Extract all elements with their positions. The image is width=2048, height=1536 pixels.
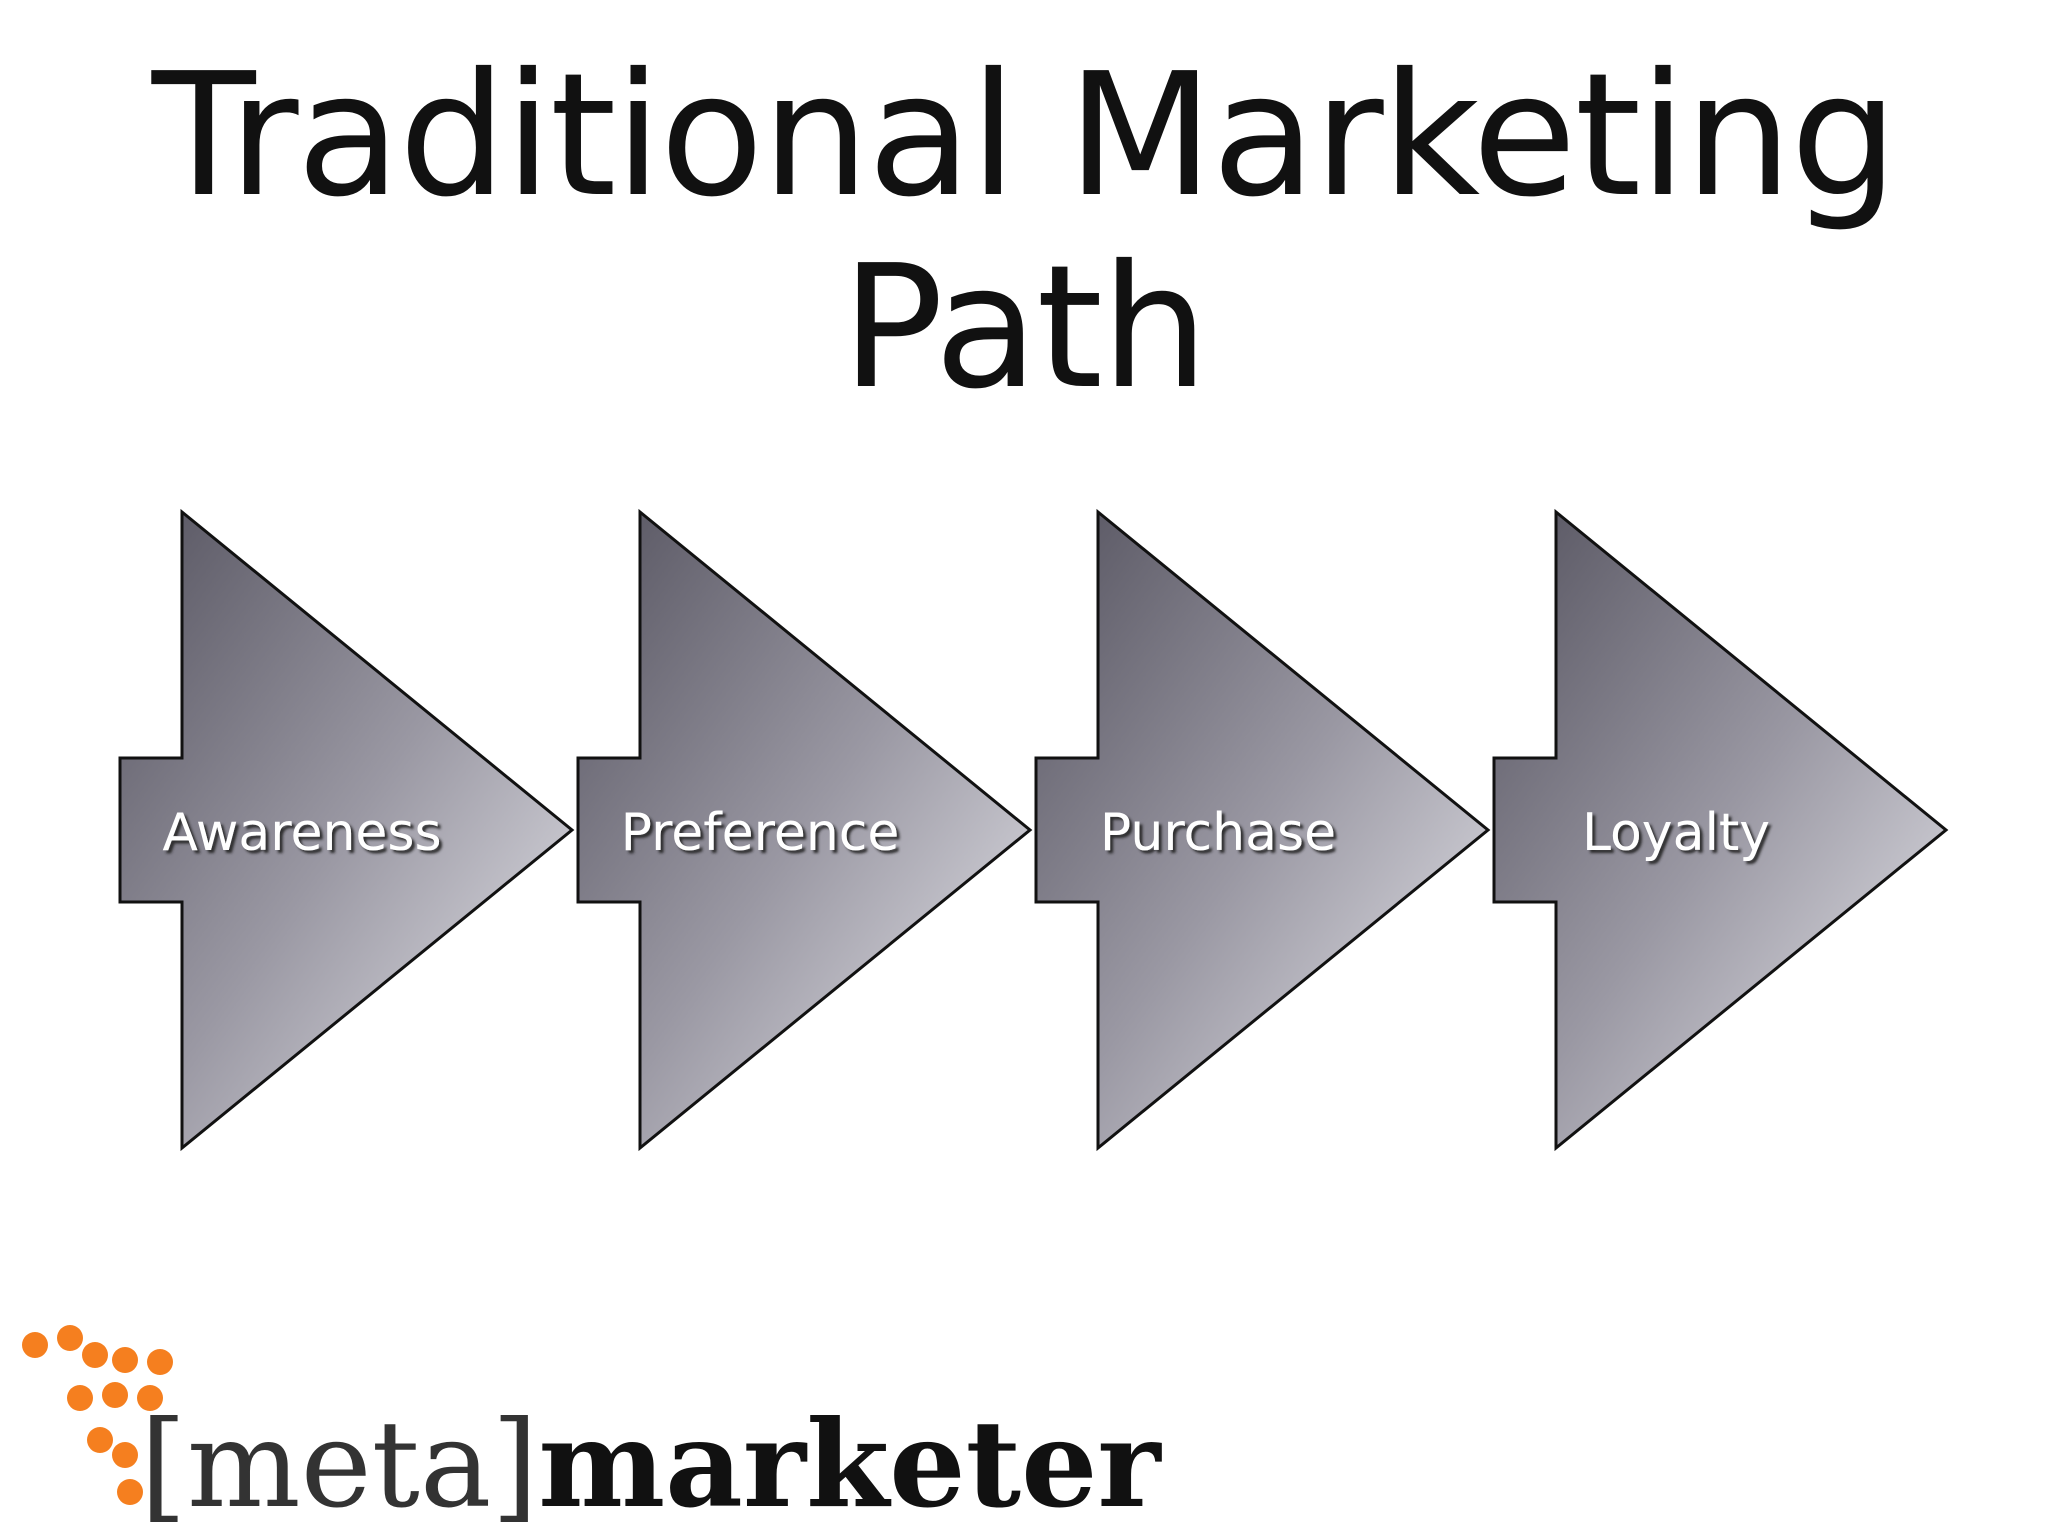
logo-bracket-text: [meta] (140, 1396, 539, 1535)
metamarketer-logo: [meta]marketer (140, 1395, 1161, 1536)
logo-word-text: marketer (538, 1394, 1161, 1535)
arrow-step-awareness: Awareness (118, 508, 575, 1152)
arrow-shape (1492, 508, 1949, 1152)
title-line-2: Path (841, 229, 1208, 427)
arrow-shape (1034, 508, 1491, 1152)
title-line-1: Traditional Marketing (151, 37, 1898, 235)
dot-cluster-icon (22, 1325, 173, 1505)
arrow-shape (118, 508, 575, 1152)
arrow-label: Loyalty (1582, 803, 1770, 863)
arrow-label: Preference (621, 803, 900, 863)
arrow-shape (576, 508, 1033, 1152)
arrow-step-purchase: Purchase (1034, 508, 1491, 1152)
arrow-label: Awareness (162, 803, 441, 863)
arrow-step-preference: Preference (576, 508, 1033, 1152)
arrow-step-loyalty: Loyalty (1492, 508, 1949, 1152)
arrow-label: Purchase (1100, 803, 1336, 863)
slide-title: Traditional Marketing Path (0, 40, 2048, 424)
